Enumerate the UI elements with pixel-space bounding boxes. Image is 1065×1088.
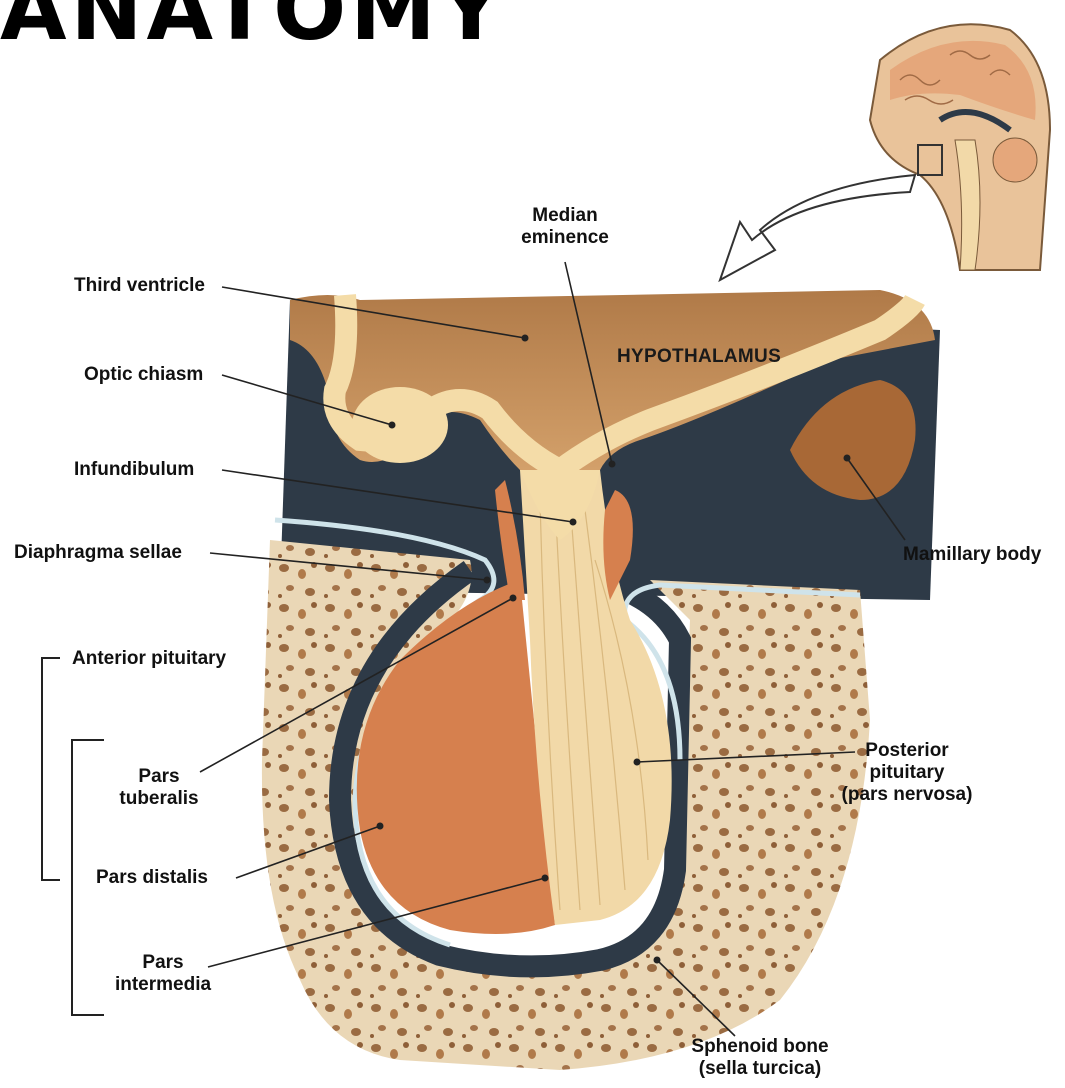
brain-inset (870, 24, 1050, 270)
pars-tuberalis-label: Pars tuberalis (114, 766, 204, 810)
pars-intermedia-label: Pars intermedia (110, 952, 216, 996)
third-ventricle-label: Third ventricle (74, 275, 205, 297)
mamillary-body-label: Mamillary body (903, 544, 1041, 566)
posterior-pituitary-line3: (pars nervosa) (832, 784, 982, 806)
sphenoid-bone-label: Sphenoid bone (sella turcica) (680, 1036, 840, 1080)
sphenoid-bone-line2: (sella turcica) (680, 1058, 840, 1080)
median-eminence-label: Median eminence (505, 205, 625, 249)
hypothalamus-label: HYPOTHALAMUS (617, 346, 781, 368)
posterior-pituitary-line1: Posterior (832, 740, 982, 762)
pars-distalis-label: Pars distalis (96, 867, 208, 889)
anterior-pituitary-bracket (42, 658, 60, 880)
optic-chiasm-label: Optic chiasm (84, 364, 203, 386)
anterior-pituitary-label: Anterior pituitary (72, 648, 226, 670)
pars-tuberalis-line2: tuberalis (114, 788, 204, 810)
zoom-arrow (720, 175, 915, 280)
pars-intermedia-line2: intermedia (110, 974, 216, 996)
optic-chiasm (352, 387, 448, 463)
pars-tuberalis-line1: Pars (114, 766, 204, 788)
pars-intermedia-line1: Pars (110, 952, 216, 974)
posterior-pituitary-line2: pituitary (832, 762, 982, 784)
sphenoid-bone-line1: Sphenoid bone (680, 1036, 840, 1058)
infundibulum-label: Infundibulum (74, 459, 194, 481)
posterior-pituitary-label: Posterior pituitary (pars nervosa) (832, 740, 982, 806)
diaphragma-sellae-label: Diaphragma sellae (14, 542, 182, 564)
median-eminence-line1: Median (505, 205, 625, 227)
median-eminence-line2: eminence (505, 227, 625, 249)
